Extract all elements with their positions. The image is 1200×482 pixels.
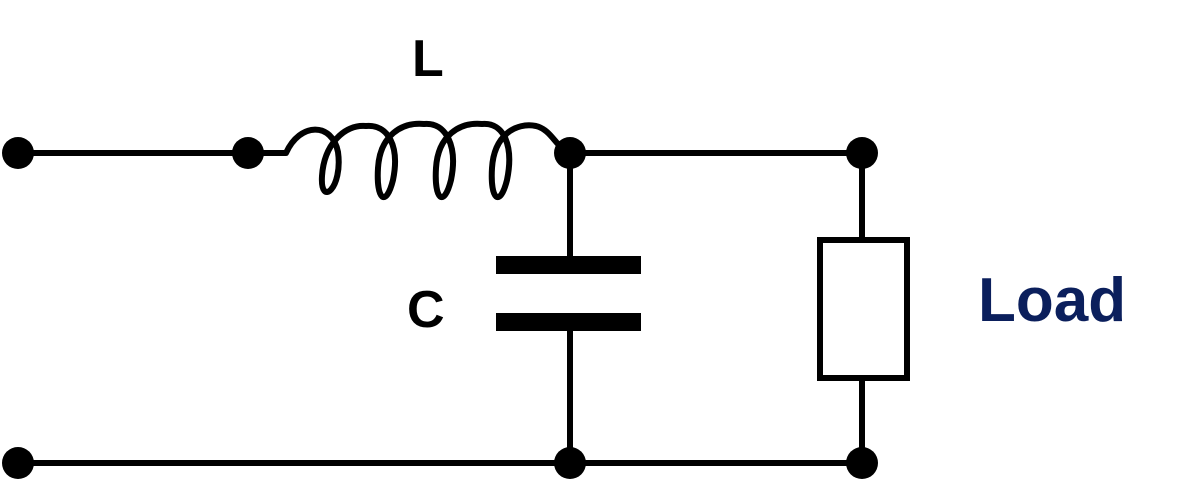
junction-node-bottom: [554, 447, 586, 479]
junction-node-top: [554, 137, 586, 169]
load-resistor-box: [817, 237, 910, 381]
output-terminal-bottom: [846, 447, 878, 479]
inductor-label: L: [412, 30, 444, 88]
inductor-coil: [245, 120, 573, 201]
capacitor-plate-bottom: [496, 313, 641, 331]
load-label: Load: [978, 266, 1127, 335]
output-terminal-top: [846, 137, 878, 169]
capacitor-plate-top: [496, 256, 641, 274]
capacitor-label: C: [407, 281, 445, 339]
input-terminal-bottom: [2, 447, 34, 479]
inductor-left-node: [232, 137, 264, 169]
input-terminal-top: [2, 137, 34, 169]
